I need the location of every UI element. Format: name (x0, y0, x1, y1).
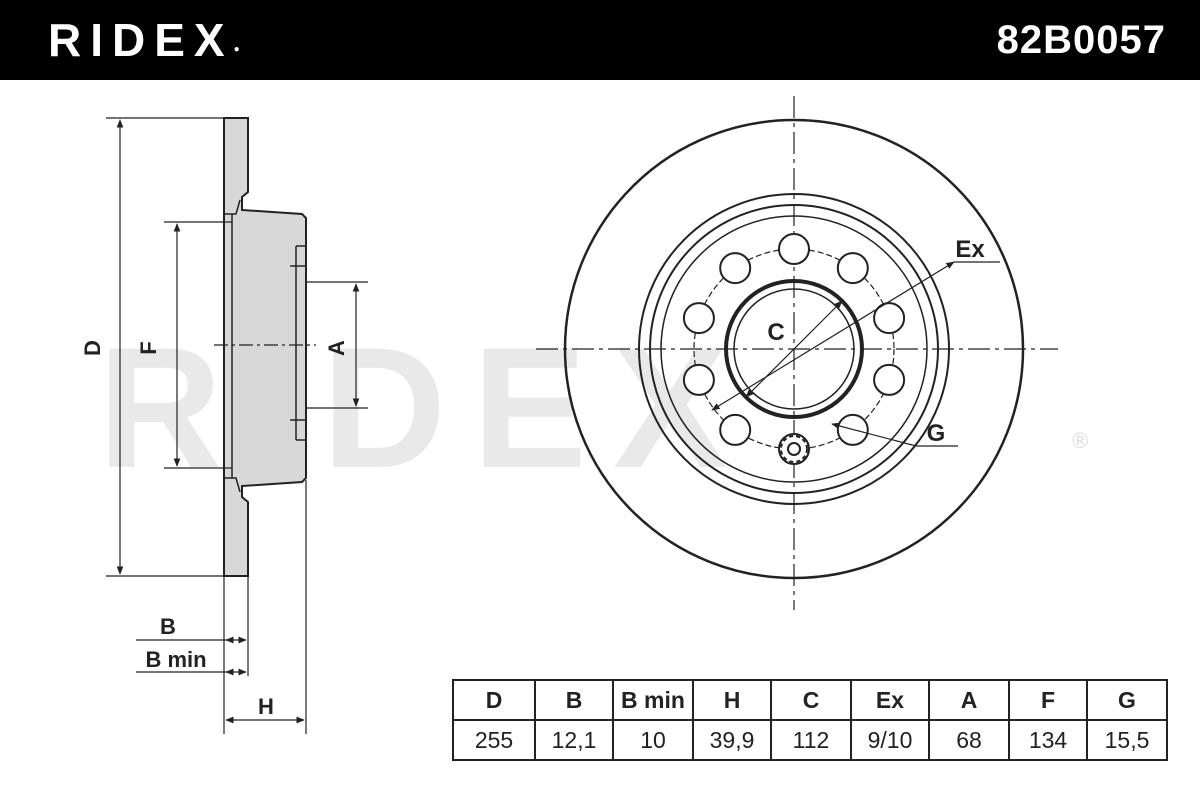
brand-logo: RIDEX● (48, 14, 240, 66)
bolt-hole (682, 302, 715, 335)
label-Ex: Ex (955, 236, 985, 263)
bolt-hole (682, 363, 715, 396)
label-A: A (324, 340, 349, 356)
dimension-Ex (711, 261, 1000, 411)
spec-header-cell: H (692, 679, 772, 721)
bolt-hole (778, 233, 810, 265)
spec-value-cell: 68 (928, 719, 1010, 761)
watermark-logo: RIDEX (98, 312, 754, 504)
label-G: G (927, 420, 946, 447)
bolt-hole (719, 413, 752, 446)
spec-header-cell: B min (612, 679, 694, 721)
hub-step (290, 245, 306, 441)
label-H: H (258, 694, 274, 719)
watermark-registered-icon: ® (1072, 428, 1089, 453)
bolt-hole (873, 363, 906, 396)
label-C: C (767, 319, 784, 346)
spec-value-cell: 255 (452, 719, 536, 761)
hat-inner-bend (224, 199, 241, 493)
spec-header-cell: G (1086, 679, 1168, 721)
spec-value-cell: 134 (1008, 719, 1088, 761)
spec-value-row: 255 12,1 10 39,9 112 9/10 68 134 15,5 (452, 719, 1168, 761)
spec-value-cell: 12,1 (534, 719, 614, 761)
dimension-F (164, 221, 232, 469)
label-B-min: B min (145, 647, 206, 672)
label-F: F (136, 341, 161, 354)
front-view (536, 96, 1058, 610)
locating-hole-center (787, 442, 801, 456)
spec-header-cell: F (1008, 679, 1088, 721)
spec-value-cell: 112 (770, 719, 852, 761)
dimension-B (136, 480, 307, 734)
spec-header-cell: D (452, 679, 536, 721)
label-B: B (160, 614, 176, 639)
side-view (214, 117, 316, 577)
spec-value-cell: 39,9 (692, 719, 772, 761)
spec-header-cell: C (770, 679, 852, 721)
spec-value-cell: 15,5 (1086, 719, 1168, 761)
header-bar: RIDEX● 82B0057 (0, 0, 1200, 80)
bolt-hole (719, 252, 752, 285)
spec-table: D B B min H C Ex A F G 255 12,1 10 39,9 … (452, 679, 1168, 761)
disc-cross-section (223, 117, 307, 577)
label-D: D (80, 340, 105, 356)
dimension-D (106, 117, 224, 577)
spec-header-row: D B B min H C Ex A F G (452, 679, 1168, 721)
spec-header-cell: Ex (850, 679, 930, 721)
spec-value-cell: 9/10 (850, 719, 930, 761)
dimension-G (831, 422, 958, 447)
bolt-hole (836, 252, 869, 285)
spec-header-cell: B (534, 679, 614, 721)
dimension-A (306, 281, 368, 409)
spec-value-cell: 10 (612, 719, 694, 761)
spec-header-cell: A (928, 679, 1010, 721)
part-number: 82B0057 (996, 18, 1166, 62)
